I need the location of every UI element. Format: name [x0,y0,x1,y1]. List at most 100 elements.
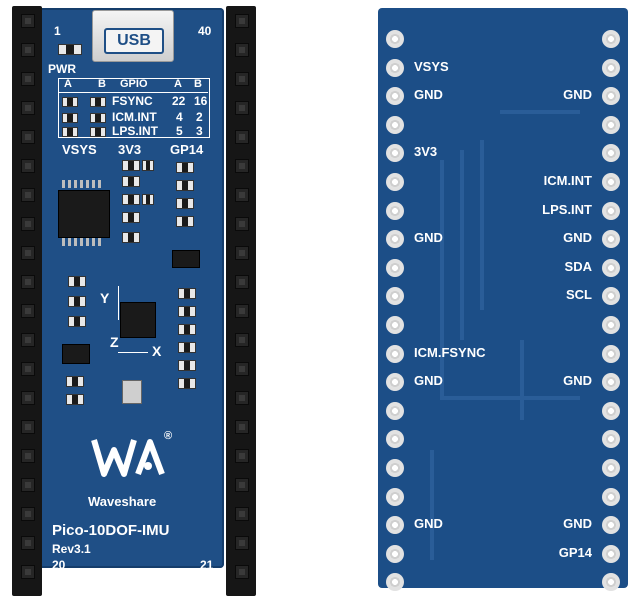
imu-sensor-chip-icon [120,302,156,338]
castellated-pad-icon [386,201,404,220]
resistor-icon [122,212,140,223]
castellated-pad-icon [386,316,404,334]
castellated-pad-icon [386,258,404,277]
left-pin-header [12,6,42,596]
header-pin-icon [235,188,249,202]
waveshare-logo-icon [91,439,165,477]
castellated-pad-icon [602,201,620,220]
pcb-trace [430,450,434,560]
resistor-icon [68,276,86,287]
gpio-row-b: 16 [194,94,208,108]
header-pin-icon [235,101,249,115]
castellated-pad-icon [602,173,620,191]
back-pin-label: SDA [564,258,592,274]
castellated-pad-icon [386,115,404,134]
castellated-pad-icon [386,401,404,420]
gpio-table-divider [58,92,208,93]
gpio-header-b: B [98,78,106,90]
resistor-icon [178,324,196,335]
resistor-icon [122,232,140,243]
castellated-pad-icon [386,430,404,449]
header-pin-icon [21,101,35,115]
pwr-label: PWR [48,62,76,76]
axis-y-label: Y [100,290,110,306]
back-pin-label: GP14 [558,544,592,560]
resistor-icon [122,160,140,171]
header-pin-icon [21,304,35,318]
header-pin-icon [235,304,249,318]
castellated-pad-icon [602,87,620,106]
header-pin-icon [235,246,249,260]
jumper-pad-icon [62,97,78,107]
transistor-icon [172,250,200,268]
castellated-pad-icon [386,87,404,106]
resistor-icon [122,194,140,205]
jumper-pad-icon [90,113,106,123]
transistor-icon [62,344,90,364]
header-pin-icon [21,536,35,550]
header-pin-icon [21,72,35,86]
header-pin-icon [235,14,249,28]
back-board [378,8,628,588]
back-pin-label: 3V3 [414,144,438,160]
resistor-icon [178,288,196,299]
resistor-icon [176,198,194,209]
header-pin-icon [235,536,249,550]
castellated-pad-icon [602,287,620,306]
resistor-icon [122,176,140,187]
back-pin-label: GND [563,373,592,389]
pcb-trace [500,110,580,114]
header-pin-icon [235,507,249,521]
header-pin-icon [21,420,35,434]
pin-20-label: 20 [52,558,66,572]
castellated-pad-icon [602,144,620,163]
header-pin-icon [21,14,35,28]
back-pin-label: GND [414,373,443,389]
castellated-pad-icon [386,173,404,191]
header-pin-icon [235,275,249,289]
pcb-trace [440,396,580,400]
header-pin-icon [235,478,249,492]
resistor-icon [176,162,194,173]
castellated-pad-icon [386,58,404,77]
header-pin-icon [21,333,35,347]
resistor-icon [68,296,86,307]
header-pin-icon [21,391,35,405]
back-pin-label: GND [414,87,443,103]
header-pin-icon [21,43,35,57]
axis-z-label: Z [110,334,119,350]
header-pin-icon [21,188,35,202]
castellated-pad-icon [602,459,620,477]
castellated-pad-icon [602,516,620,535]
header-pin-icon [235,333,249,347]
back-pin-label: ICM.FSYNC [414,344,486,360]
castellated-pad-icon [602,258,620,277]
usb-label: USB [104,28,164,54]
header-pin-icon [235,130,249,144]
castellated-pad-icon [386,230,404,249]
gpio-row-a: 22 [172,94,186,108]
pcb-trace [460,150,464,340]
header-pin-icon [235,391,249,405]
resistor-icon [68,316,86,327]
castellated-pad-icon [386,287,404,306]
castellated-pad-icon [602,373,620,392]
header-pin-icon [21,565,35,579]
castellated-pad-icon [386,487,404,506]
vsys-rail-label: VSYS [62,142,97,157]
header-pin-icon [21,130,35,144]
chip-pins-icon [62,238,102,246]
gpio-row-name: LPS.INT [112,124,159,138]
castellated-pad-icon [602,344,620,363]
revision-label: Rev3.1 [52,542,91,556]
castellated-pad-icon [386,573,404,592]
back-pin-label: GND [414,516,443,532]
header-pin-icon [21,217,35,231]
header-pin-icon [235,43,249,57]
gpio-header-gpio: GPIO [120,78,148,90]
castellated-pad-icon [602,58,620,77]
gpio-header-a: A [64,78,72,90]
power-led-icon [58,44,82,55]
gpio-table-outline [58,78,210,138]
header-pin-icon [235,362,249,376]
